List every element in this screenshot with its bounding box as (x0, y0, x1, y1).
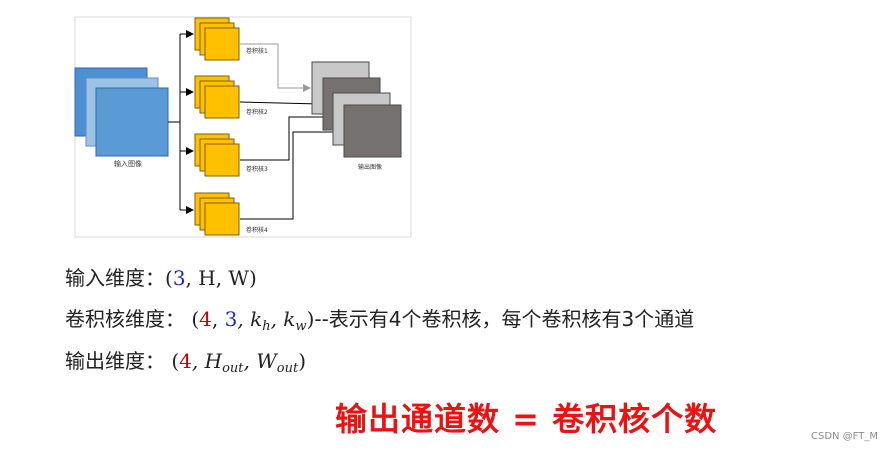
kernel-4-stack (194, 192, 240, 236)
input-dims-open: ( (165, 266, 173, 290)
output-dims-h: , H (191, 349, 223, 373)
kernel-1-stack (194, 17, 240, 61)
kernel-dims-close: ) (306, 307, 315, 331)
output-dims-w-sub: out (276, 361, 299, 376)
output-image-stack (311, 61, 402, 158)
kernel-to-output-arrows (239, 43, 343, 220)
kernel-1-label: 卷积核1 (246, 47, 268, 55)
input-image-stack (74, 67, 169, 157)
input-image-label: 输入图像 (114, 159, 142, 168)
output-dims-w: , W (243, 349, 277, 373)
watermark: CSDN @FT_M (810, 431, 878, 442)
kernel-dims-comma: , (211, 307, 225, 331)
kernel-dims-kw: , k (270, 307, 296, 331)
output-dims-count: 4 (179, 349, 192, 373)
input-dims-channels: 3 (172, 266, 186, 290)
output-dims-prefix: 输出维度： (65, 349, 165, 373)
kernel-dims-channels: 3 (224, 307, 238, 331)
output-dims-line: 输出维度： (4, Hout, Wout) (65, 345, 306, 376)
output-image-label: 输出图像 (358, 163, 382, 171)
kernel-3-label: 卷积核3 (246, 165, 268, 173)
conclusion-statement: 输出通道数 = 卷积核个数 (335, 400, 718, 438)
input-dims-rest: , H, W) (185, 266, 257, 290)
kernel-dims-kh: , k (237, 307, 263, 331)
kernel-dims-kw-sub: w (295, 319, 307, 334)
input-dims-line: 输入维度：(3, H, W) (65, 262, 257, 291)
output-dims-open: ( (171, 349, 180, 373)
kernel-dims-open: ( (191, 307, 200, 331)
input-branch-connector (168, 30, 194, 214)
input-dims-prefix: 输入维度： (65, 266, 165, 290)
kernel-dims-suffix: --表示有4个卷积核，每个卷积核有3个通道 (314, 307, 695, 331)
kernel-dims-count: 4 (199, 307, 212, 331)
kernel-2-label: 卷积核2 (246, 108, 268, 116)
output-dims-h-sub: out (222, 361, 244, 376)
kernel-dims-line: 卷积核维度： (4, 3, kh, kw)--表示有4个卷积核，每个卷积核有3个… (65, 303, 694, 334)
kernel-2-stack (194, 75, 240, 119)
kernel-3-stack (194, 133, 240, 177)
kernel-4-label: 卷积核4 (246, 226, 268, 234)
kernel-dims-prefix: 卷积核维度： (65, 307, 185, 331)
output-channel-4 (343, 104, 402, 158)
output-dims-close: ) (298, 349, 307, 373)
input-channel-3 (95, 87, 169, 157)
kernel-dims-kh-sub: h (262, 319, 271, 334)
